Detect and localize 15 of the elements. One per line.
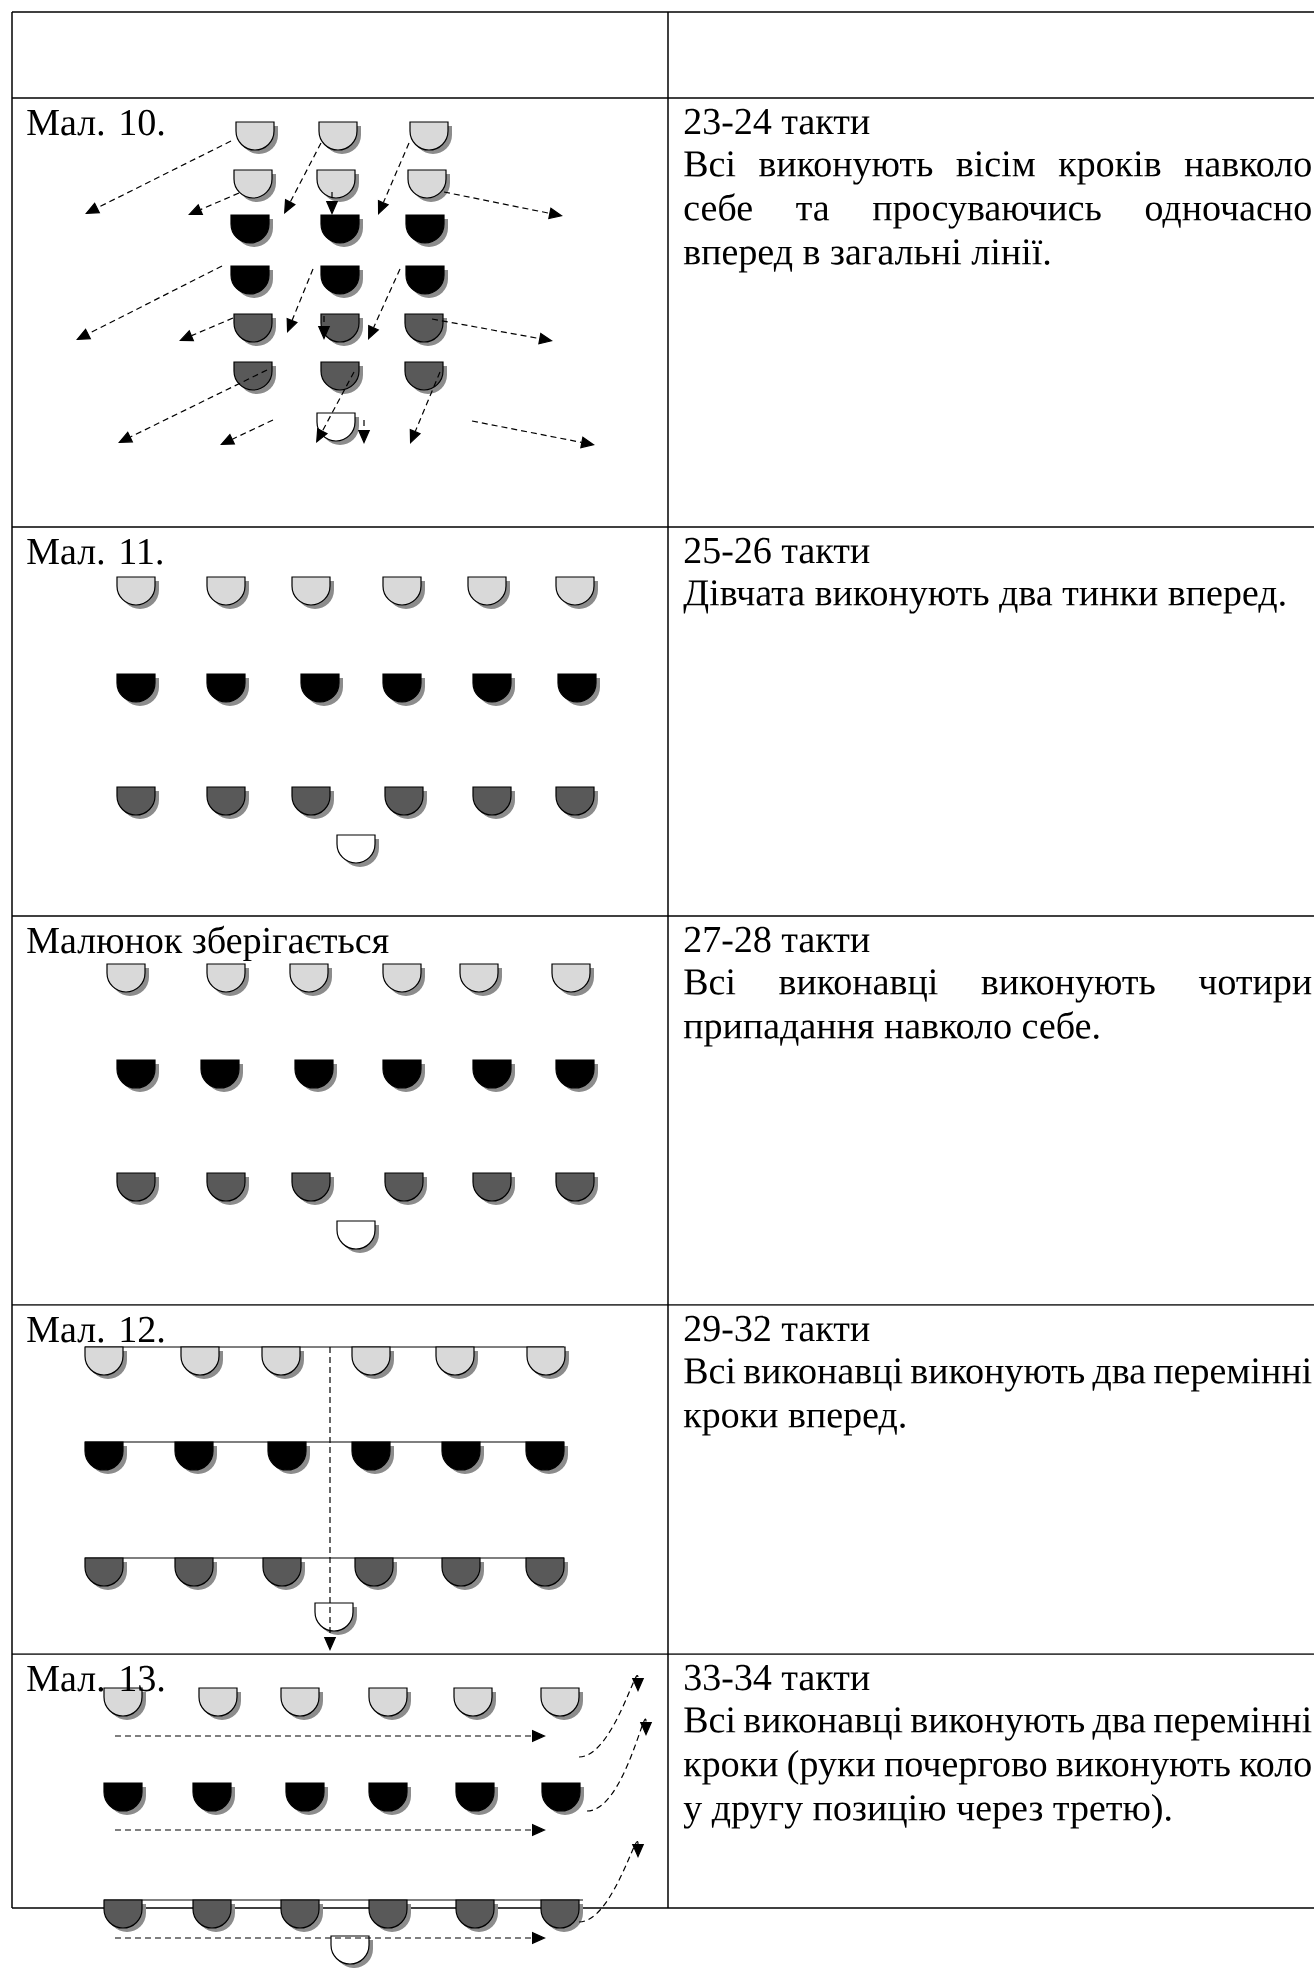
figure-label: Мал. 10. [27, 109, 164, 136]
step-description: Всі виконують вісім кроків навколо себе та просуваючись одночасно вперед в загальні лінії. [683, 151, 1311, 273]
figure-label: Мал. 12. [27, 1316, 164, 1343]
bar-count: 25-26 такти [684, 537, 870, 564]
step-description: Всі виконавці виконують два перемінні кроки (руки почергово виконують коло у другу позицію через третю). [683, 1707, 1312, 1829]
bar-count: 33-34 такти [685, 1664, 870, 1691]
step-description: Дівчата виконують два тинки вперед. [683, 580, 1285, 614]
step-description: Всі виконавці виконують чотири припадання навколо себе. [683, 969, 1312, 1047]
figure-label: Малюнок зберігається [27, 925, 389, 962]
figure-label: Мал. 11. [27, 538, 162, 565]
bar-count: 29-32 такти [684, 1315, 870, 1342]
step-description: Всі виконавці виконують два перемінні кроки вперед. [683, 1358, 1312, 1436]
bar-count: 27-28 такти [684, 926, 870, 953]
bar-count: 23-24 такти [684, 108, 870, 135]
figure-label: Мал. 13. [27, 1665, 164, 1692]
